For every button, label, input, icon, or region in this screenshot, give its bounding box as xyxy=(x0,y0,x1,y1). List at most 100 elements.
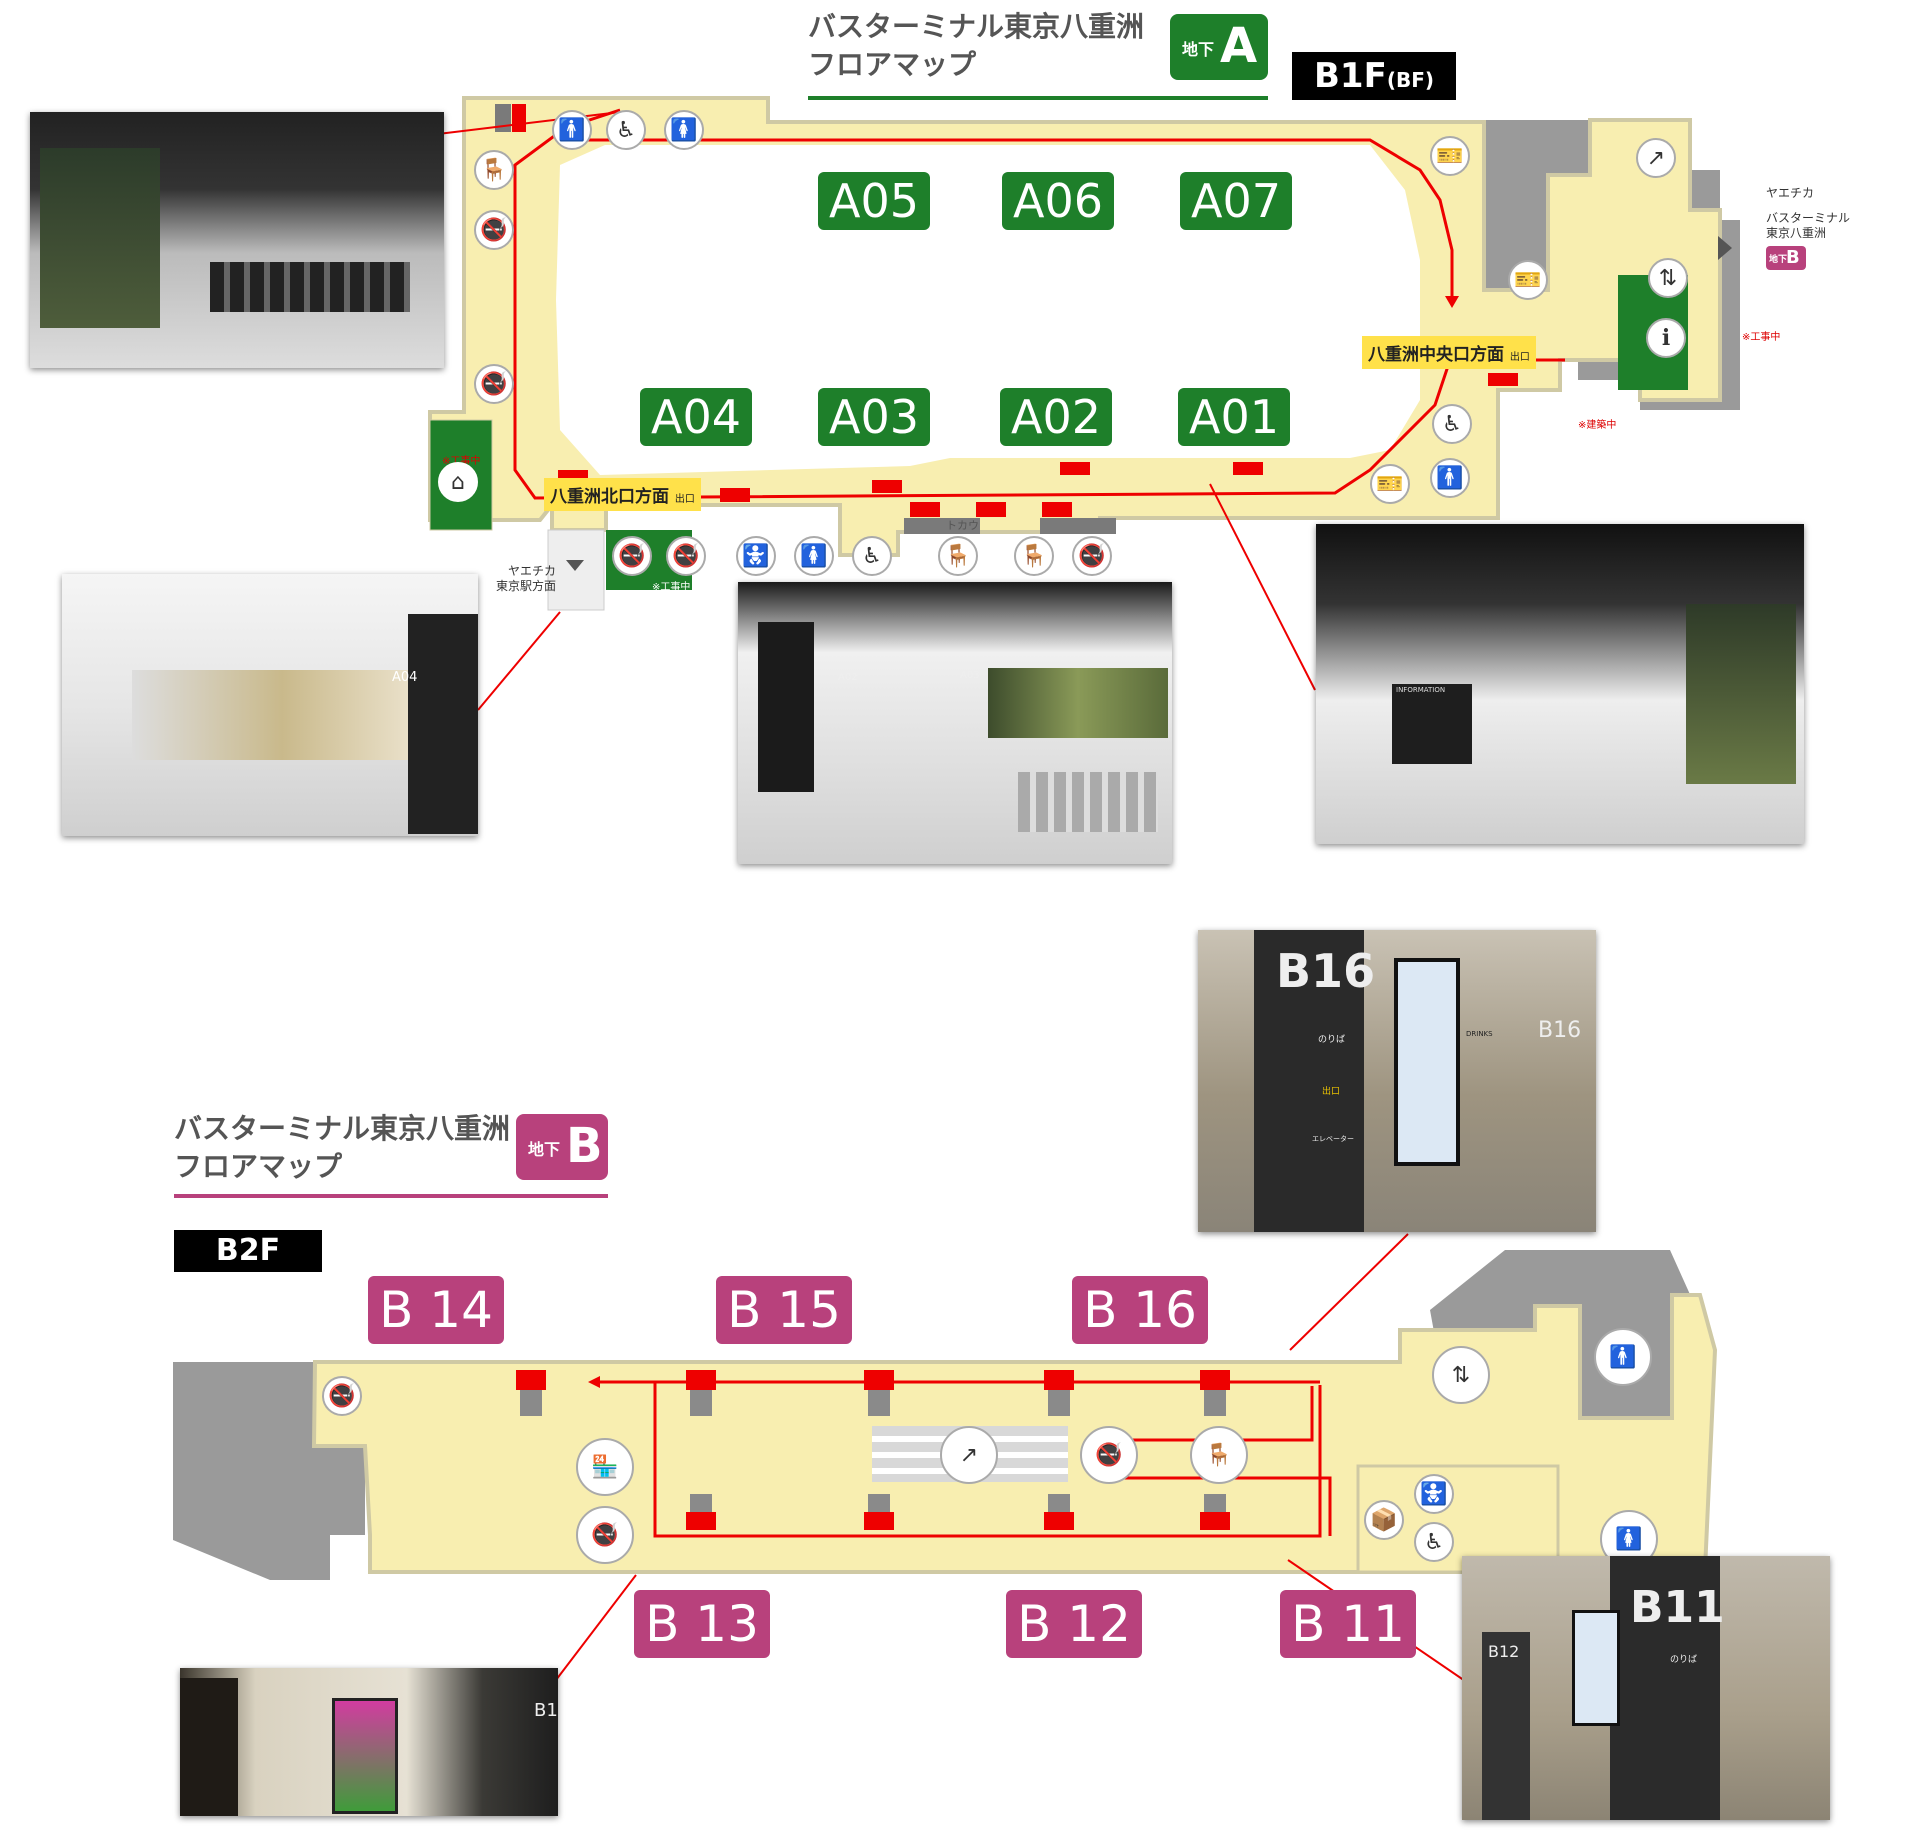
section-b-badge-letter: B xyxy=(566,1118,603,1174)
photo-chairs xyxy=(1018,772,1158,832)
wheelchair-icon: ♿ xyxy=(1414,1522,1454,1562)
b1f-connector-3 xyxy=(1209,483,1316,691)
elevator-icon: ⇅ xyxy=(1648,258,1688,298)
gate-b11: B 11 xyxy=(1280,1590,1416,1658)
b2f-route-inner-1 xyxy=(1110,1386,1314,1442)
section-b-title: バスターミナル東京八重洲 フロアマップ xyxy=(174,1110,510,1186)
b2f-door-markers xyxy=(516,1370,1230,1530)
photo-a02-sign: A02 xyxy=(838,672,858,683)
waiting-area-icon: 🪑 xyxy=(1190,1426,1248,1484)
section-a-badge: 地下 A xyxy=(1170,14,1268,80)
escalator-icon: ↗ xyxy=(1636,138,1676,178)
waiting-area-icon: 🪑 xyxy=(474,150,514,190)
gate-b13: B 13 xyxy=(634,1590,770,1658)
right-label-line3: 東京八重洲 xyxy=(1766,226,1827,240)
photo-b16-drinks: DRINKS xyxy=(1466,1030,1493,1038)
smoking-area-icon: 🚭 xyxy=(322,1376,362,1416)
smoking-area-icon: 🚭 xyxy=(474,210,514,250)
vending-machine-icon: 🏪 xyxy=(576,1438,634,1496)
exit-north-text: 八重洲北口方面 xyxy=(550,487,669,507)
b1f-connector-1 xyxy=(437,111,621,135)
right-badge-small: 地下 xyxy=(1769,255,1788,265)
floor-label-b1f-main: B1F xyxy=(1314,56,1387,96)
section-a-badge-letter: A xyxy=(1220,18,1258,74)
b1f-route-line-top xyxy=(560,138,1454,300)
b1f-right-arrow xyxy=(1718,236,1732,260)
smoking-area-icon: 🚭 xyxy=(612,536,652,576)
photo-a03-sign: A03 xyxy=(960,670,980,681)
building-note: ※建築中 xyxy=(1578,420,1617,431)
section-b-title-underline xyxy=(174,1194,608,1198)
photo-entrance-a: A04 xyxy=(62,574,478,836)
baby-care-icon: 🚼 xyxy=(1414,1474,1454,1514)
right-badge: 地下 B xyxy=(1766,246,1806,270)
gate-b15: B 15 xyxy=(716,1276,852,1344)
photo-b11-screen xyxy=(1572,1610,1620,1726)
photo-b16-pillar xyxy=(1254,930,1364,1232)
gate-a05: A05 xyxy=(818,172,930,230)
b2f-route-inner-2 xyxy=(1110,1476,1332,1536)
photo-b12-sign: B12 xyxy=(534,1700,558,1721)
exit-central-suffix: 出口 xyxy=(1509,352,1530,363)
section-a-badge-small: 地下 xyxy=(1182,40,1215,59)
section-a-title-line1: バスターミナル東京八重洲 xyxy=(808,10,1145,43)
wheelchair-icon: ♿ xyxy=(606,110,646,150)
section-a-title: バスターミナル東京八重洲 フロアマップ xyxy=(808,8,1144,84)
floor-label-b2f: B2F xyxy=(174,1230,322,1272)
b1f-posts xyxy=(495,104,1116,534)
b2f-route-arrow-left xyxy=(588,1376,600,1388)
construction-note-right: ※工事中 xyxy=(1742,332,1781,343)
right-label-line2: バスターミナル xyxy=(1766,211,1851,225)
right-side-label: ヤエチカ バスターミナル 東京八重洲 xyxy=(1766,186,1850,241)
photo-gate-b11: B11 のりば B12 xyxy=(1462,1556,1830,1820)
right-label-line1: ヤエチカ xyxy=(1766,186,1815,200)
exit-central-text: 八重洲中央口方面 xyxy=(1368,345,1504,365)
gate-b14: B 14 xyxy=(368,1276,504,1344)
tokau-label: トカウ xyxy=(946,519,979,532)
photo-a04-sign: A04 xyxy=(392,670,418,685)
gate-a01: A01 xyxy=(1178,388,1290,446)
gate-a03: A03 xyxy=(818,388,930,446)
photo-b16-elevator: エレベーター xyxy=(1312,1135,1354,1143)
gate-a07: A07 xyxy=(1180,172,1292,230)
section-b-title-line2: フロアマップ xyxy=(174,1150,343,1183)
section-a-title-underline xyxy=(808,96,1268,100)
b1f-connector-2 xyxy=(477,611,561,711)
photo-waiting-room-a xyxy=(30,112,444,368)
b2f-connector-2 xyxy=(555,1574,637,1681)
information-icon: i xyxy=(1646,318,1686,358)
section-b-title-line1: バスターミナル東京八重洲 xyxy=(174,1112,511,1145)
photo-info-label: INFORMATION xyxy=(1396,686,1446,694)
section-b-badge-small: 地下 xyxy=(528,1140,561,1159)
vending-machine-icon: 📦 xyxy=(1364,1500,1404,1540)
smoking-area-icon: 🚭 xyxy=(666,536,706,576)
yaechika-line1: ヤエチカ xyxy=(507,564,556,578)
photo-gate-b16: B16 のりば 出口 エレベーター DRINKS B16 xyxy=(1198,930,1596,1232)
photo-forest-right xyxy=(1686,604,1796,784)
photo-forest-window xyxy=(988,668,1168,738)
exit-label-central: 八重洲中央口方面 出口 xyxy=(1362,336,1536,369)
photo-b16-pillar-text: のりば xyxy=(1318,1035,1346,1045)
construction-note-left: ※工事中 xyxy=(442,452,480,467)
b2f-gray-wall-left xyxy=(173,1362,365,1580)
smoking-area-icon: 🚭 xyxy=(1080,1426,1138,1484)
ticket-machine-icon: 🎫 xyxy=(1508,260,1548,300)
floor-label-b1f-sub: (BF) xyxy=(1386,68,1434,92)
baby-care-icon: 🚼 xyxy=(736,536,776,576)
wheelchair-icon: ♿ xyxy=(1432,404,1472,444)
photo-b16-sign-small: B16 xyxy=(1538,1018,1582,1043)
construction-note-bottom: ※工事中 xyxy=(652,582,691,593)
waiting-area-icon: 🪑 xyxy=(938,536,978,576)
smoking-area-icon: 🚭 xyxy=(576,1506,634,1564)
photo-pillar xyxy=(408,614,478,834)
restroom-male-icon: 🚹 xyxy=(1430,458,1470,498)
smoking-area-icon: 🚭 xyxy=(474,364,514,404)
b2f-connector-1 xyxy=(1289,1233,1409,1351)
photo-b11-pillar xyxy=(1610,1556,1720,1820)
gate-b16: B 16 xyxy=(1072,1276,1208,1344)
restroom-female-icon: 🚺 xyxy=(794,536,834,576)
gate-b12: B 12 xyxy=(1006,1590,1142,1658)
photo-b13-door xyxy=(180,1678,238,1816)
photo-b13-screen xyxy=(332,1698,398,1814)
photo-corridor-a: INFORMATION xyxy=(1316,524,1804,844)
